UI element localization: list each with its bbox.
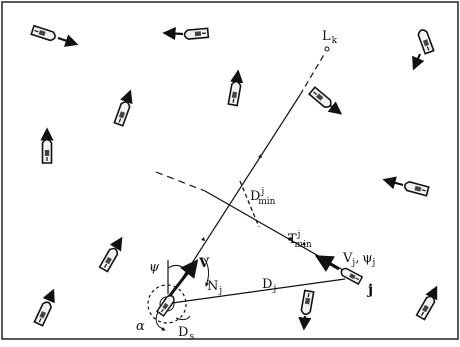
ship-icon (183, 27, 210, 41)
alpha-arc (155, 311, 166, 331)
target-ship-j (339, 266, 363, 285)
label-lk: Lk (322, 29, 338, 46)
label-vj-psij: Vj,ψj (342, 251, 375, 268)
background-ship (40, 127, 54, 164)
background-ship (162, 26, 210, 41)
label-nj: Nj (207, 279, 222, 296)
background-ship (227, 69, 244, 107)
background-ships (30, 24, 438, 331)
target-velocity-vector (314, 255, 340, 272)
label-psi: ψ (149, 260, 160, 275)
own-course-line (166, 52, 326, 303)
label-v: V (198, 256, 210, 271)
ship-icon (30, 24, 58, 43)
frame-border (1, 1, 459, 340)
ship-icon (227, 80, 243, 107)
background-ship (33, 288, 55, 327)
ship-icon (416, 27, 435, 55)
dmin-line (239, 180, 260, 228)
ship-icon (308, 86, 334, 110)
ship-icon (41, 138, 53, 164)
psi-arc (167, 264, 187, 271)
ship-icon (339, 266, 363, 285)
ds-arc (175, 315, 191, 321)
background-ship (412, 27, 435, 71)
label-ds: Ds (178, 325, 194, 342)
waypoint-lk (324, 46, 330, 52)
label-j: j (366, 282, 373, 298)
label-alpha: α (136, 319, 145, 334)
ship-icon (98, 245, 120, 273)
background-ship (98, 236, 123, 273)
tcpa-point (288, 237, 292, 241)
background-ship (113, 89, 133, 127)
ship-icon (402, 180, 430, 197)
background-ship (298, 289, 315, 331)
bearing-arc (203, 257, 210, 287)
label-dj: Dj (262, 277, 276, 294)
own-velocity-vector (166, 259, 199, 299)
safety-domain (147, 284, 187, 324)
background-ship (30, 24, 79, 47)
background-ship (308, 86, 343, 115)
background-ship (415, 285, 438, 321)
background-ship (382, 176, 430, 197)
ship-icon (299, 289, 315, 316)
ship-icon (113, 99, 132, 127)
ship-icon (415, 293, 437, 321)
distance-line (171, 278, 346, 304)
ship-icon (33, 299, 54, 327)
